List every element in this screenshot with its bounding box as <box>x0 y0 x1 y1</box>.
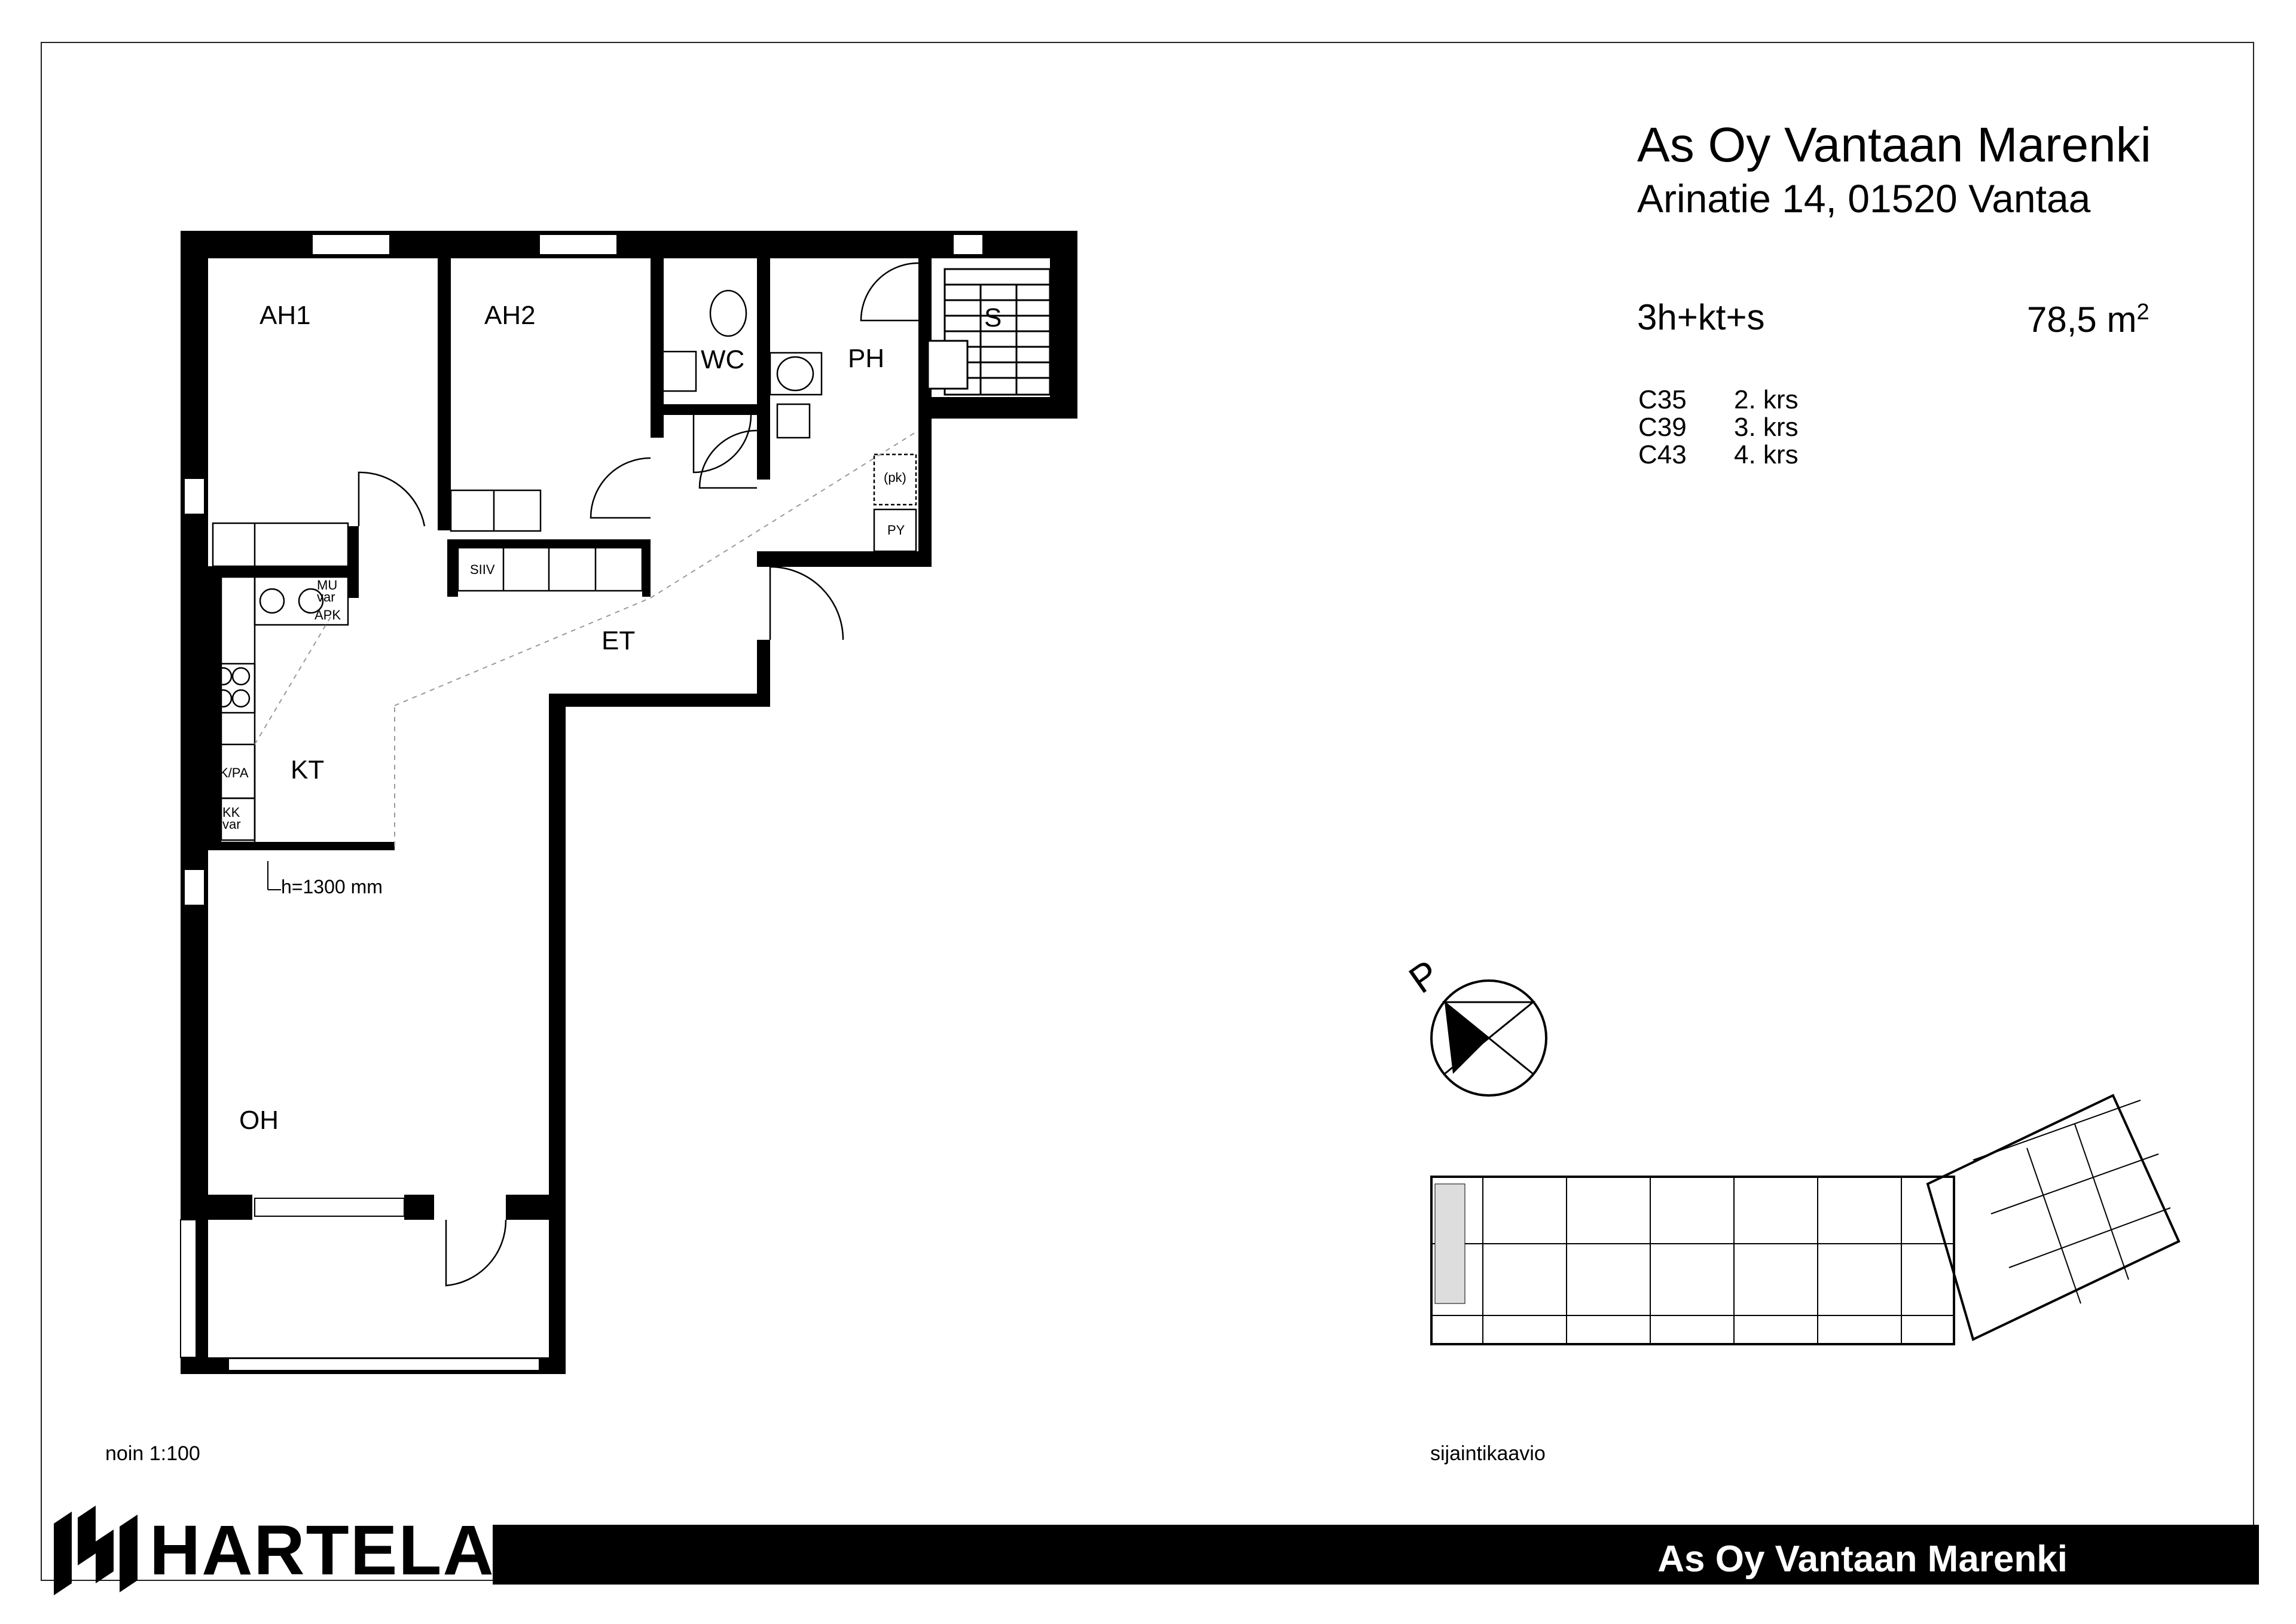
scale-note: noin 1:100 <box>105 1442 200 1465</box>
doors <box>358 262 919 1287</box>
project-address: Arinatie 14, 01520 Vantaa <box>1637 176 2091 221</box>
label-jkpa: JK/PA <box>213 765 249 780</box>
room-label-s: S <box>984 303 1002 332</box>
windows <box>180 234 984 1371</box>
label-mu: MU <box>317 578 337 593</box>
apartment-code: C35 <box>1638 385 1687 414</box>
label-mu-var: var <box>317 590 335 605</box>
room-label-kt: KT <box>291 755 324 784</box>
label-kk-var: var <box>222 817 241 832</box>
dashed-lines <box>254 430 919 846</box>
kitchen-wall-height: h=1300 mm <box>281 876 383 898</box>
floor-row: C43 4. krs <box>1638 441 1799 469</box>
room-label-et: ET <box>602 626 635 655</box>
brand-name: HARTELA <box>149 1511 495 1590</box>
apartment-area: 78,5 m2 <box>2027 300 2150 340</box>
site-plan <box>1430 1094 2181 1345</box>
site-plan-label: sijaintikaavio <box>1430 1442 1546 1465</box>
compass-icon: P <box>1402 952 1547 1097</box>
label-pk: (pk) <box>884 470 906 485</box>
hartela-logo-icon <box>54 1506 138 1595</box>
floor-list: C35 2. krs C39 3. krs C43 4. krs <box>1638 386 1799 469</box>
apartment-code: C43 <box>1638 440 1687 469</box>
room-label-ph: PH <box>848 344 884 373</box>
floor-row: C35 2. krs <box>1638 386 1799 414</box>
floor-number: 3. krs <box>1734 413 1799 442</box>
footer-title: As Oy Vantaan Marenki <box>1657 1538 2068 1580</box>
label-py: PY <box>887 523 905 538</box>
compass-north-label: P <box>1402 952 1447 1002</box>
room-label-oh: OH <box>239 1106 279 1135</box>
label-kk: KK <box>222 805 240 820</box>
sauna-bench <box>927 268 1051 396</box>
room-label-ah1: AH1 <box>259 301 311 330</box>
fixtures <box>209 289 917 844</box>
apartment-type: 3h+kt+s <box>1637 297 1765 337</box>
room-label-ah2: AH2 <box>484 301 536 330</box>
room-label-wc: WC <box>701 345 744 374</box>
label-siiv: SIIV <box>470 562 495 577</box>
footer-bar: As Oy Vantaan Marenki <box>493 1525 2259 1585</box>
floor-number: 4. krs <box>1734 440 1799 469</box>
floor-number: 2. krs <box>1734 385 1799 414</box>
floor-row: C39 3. krs <box>1638 414 1799 441</box>
project-title: As Oy Vantaan Marenki <box>1637 118 2151 172</box>
label-apk: APK <box>315 608 341 622</box>
apartment-code: C39 <box>1638 413 1687 442</box>
